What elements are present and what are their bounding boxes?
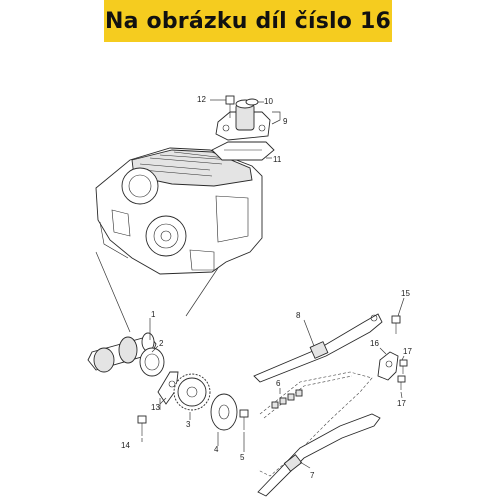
tensioner-gasket [211,141,275,161]
cam-sprocket [173,373,211,411]
title-banner: Na obrázku díl číslo 16 [104,0,392,42]
bolt-17-upper [399,359,408,374]
callout-3: 3 [186,420,191,429]
leader-line [95,251,219,333]
cam-chain [257,371,373,477]
sprocket-plate [210,393,238,431]
callout-5: 5 [240,453,245,462]
tensioner-cap [245,98,259,106]
callout-6: 6 [276,379,281,388]
callout-4: 4 [214,445,219,454]
callout-10: 10 [264,97,273,106]
chain-guide-lower [257,413,381,497]
callout-12: 12 [197,95,206,104]
callout-8: 8 [296,311,301,320]
callout-14: 14 [121,441,130,450]
leader-lines [141,99,405,469]
bolt-5 [239,409,249,430]
callout-11: 11 [273,155,282,164]
bearing [139,347,165,377]
callout-16: 16 [370,339,379,348]
callout-13: 13 [151,403,160,412]
callout-7: 7 [310,471,315,480]
camshaft [87,332,157,373]
bolt-15 [391,315,401,334]
callout-2: 2 [159,339,164,348]
callout-17-lower: 17 [397,399,406,408]
decompression-part [157,371,179,405]
callout-1: 1 [151,310,156,319]
cylinder-head [95,147,263,275]
callout-9: 9 [283,117,288,126]
bolt-17-lower [397,375,406,390]
part-16-bracket [377,351,399,381]
chain-guide-upper [253,313,383,383]
banner-title: Na obrázku díl číslo 16 [105,8,391,34]
bolt-14 [137,415,147,436]
callout-15: 15 [401,289,410,298]
callout-17-upper: 17 [403,347,412,356]
cam-chain-tensioner [215,99,271,141]
